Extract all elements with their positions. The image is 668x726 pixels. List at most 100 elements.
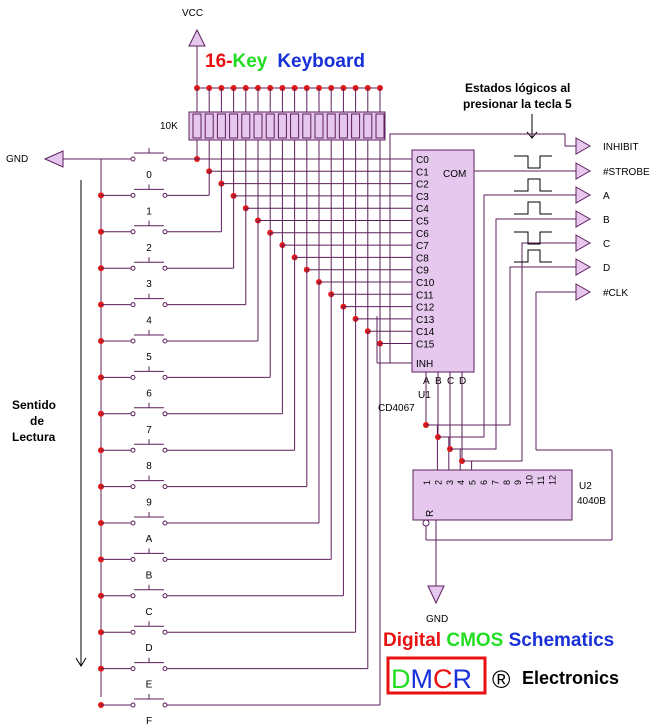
key-contact xyxy=(162,156,168,162)
key-contact xyxy=(130,484,136,490)
u1-pin-c10: C10 xyxy=(416,278,435,289)
key-label-6: 6 xyxy=(146,388,152,399)
u1-pin-c2: C2 xyxy=(416,180,429,191)
u2-pin-3: 3 xyxy=(445,480,455,485)
u1-pin-c11: C11 xyxy=(416,290,434,301)
key-contact xyxy=(130,229,136,235)
brand-logo: DMCR xyxy=(391,664,472,694)
u2-pin-4: 4 xyxy=(456,480,466,485)
key-contact xyxy=(162,374,168,380)
u2-pin-9: 9 xyxy=(513,480,523,485)
key-contact xyxy=(130,702,136,708)
key-contact xyxy=(130,520,136,526)
u1-pin-c15: C15 xyxy=(416,340,435,351)
gnd-bottom-label: GND xyxy=(426,614,448,625)
key-label-5: 5 xyxy=(146,352,152,363)
u1-part: CD4067 xyxy=(378,403,415,414)
u2-pin-2: 2 xyxy=(433,480,443,485)
key-label-f: F xyxy=(146,716,152,726)
u2-pin-5: 5 xyxy=(468,480,478,485)
key-label-9: 9 xyxy=(146,498,152,509)
resistor xyxy=(204,113,214,139)
resistor xyxy=(216,113,226,139)
logic-waveform xyxy=(514,231,552,245)
resistor-label: 10K xyxy=(160,121,178,132)
key-label-d: D xyxy=(145,643,152,654)
key-contact xyxy=(130,302,136,308)
resistor xyxy=(253,113,263,139)
u1-pin-c4: C4 xyxy=(416,204,429,215)
key-contact xyxy=(130,629,136,635)
resistor xyxy=(265,113,275,139)
key-contact xyxy=(162,447,168,453)
brand-logo-box xyxy=(386,656,487,695)
output-arrow-d xyxy=(575,258,592,276)
key-label-3: 3 xyxy=(146,279,152,290)
u1-pin-c9: C9 xyxy=(416,266,429,277)
key-label-1: 1 xyxy=(146,206,152,217)
key-contact xyxy=(130,593,136,599)
u1-pin-c5: C5 xyxy=(416,217,429,228)
u1-pin-c3: C3 xyxy=(416,192,429,203)
resistor xyxy=(338,113,348,139)
u1-chip xyxy=(411,149,475,373)
key-contact xyxy=(130,156,136,162)
reading-direction-line3: Lectura xyxy=(12,430,56,444)
u1-pin-sel-c: C xyxy=(447,376,454,387)
output-wires xyxy=(376,133,576,462)
key-label-e: E xyxy=(146,680,153,691)
resistor xyxy=(241,113,251,139)
d-wire xyxy=(426,266,576,426)
u2-pin-12: 12 xyxy=(547,475,557,485)
output-arrow-a xyxy=(575,186,592,204)
a-wire xyxy=(438,194,576,438)
u1-pin-c0: C0 xyxy=(416,155,429,166)
u1-pin-sel-d: D xyxy=(459,376,466,387)
output-label-inhibit: INHIBIT xyxy=(603,142,639,153)
u1-com-label: COM xyxy=(443,169,466,180)
pullup-stubs xyxy=(194,85,383,112)
u2-reset-label: R xyxy=(425,510,436,517)
key-label-c: C xyxy=(145,607,152,618)
output-label-a: A xyxy=(603,191,610,202)
key-contact xyxy=(130,556,136,562)
output-arrow-strobe xyxy=(575,162,592,180)
key-contact xyxy=(162,593,168,599)
annotation-line2: presionar la tecla 5 xyxy=(463,97,572,111)
vcc-symbol xyxy=(188,28,206,47)
key-contact xyxy=(130,411,136,417)
resistor xyxy=(351,113,361,139)
key-label-b: B xyxy=(146,570,153,581)
logic-waveform xyxy=(514,178,552,192)
output-label-d: D xyxy=(603,263,610,274)
output-arrow-c xyxy=(575,234,592,252)
output-arrow-clk xyxy=(575,283,592,301)
key-contact xyxy=(130,338,136,344)
key-contact xyxy=(162,265,168,271)
u2-chip xyxy=(412,469,573,521)
logic-waveform xyxy=(514,249,552,263)
key-contact xyxy=(162,484,168,490)
output-label-clk: #CLK xyxy=(603,288,628,299)
brand-electronics: Electronics xyxy=(522,668,619,688)
logic-state-waveforms xyxy=(514,155,552,263)
resistor-elements xyxy=(192,113,385,139)
resistor xyxy=(314,113,324,139)
u2-pin-1: 1 xyxy=(422,480,432,485)
key-label-7: 7 xyxy=(146,425,152,436)
key-contact xyxy=(162,302,168,308)
key-contact xyxy=(130,192,136,198)
u2-ref: U2 xyxy=(579,481,592,492)
output-arrow-b xyxy=(575,210,592,228)
gnd-left-label: GND xyxy=(6,154,28,165)
registered-mark: ® xyxy=(492,666,511,694)
output-label-c: C xyxy=(603,239,610,250)
u1-inh-label: INH xyxy=(416,359,433,370)
key-contact xyxy=(162,629,168,635)
column-bus xyxy=(194,140,412,347)
u1-pin-c6: C6 xyxy=(416,229,429,240)
resistor xyxy=(326,113,336,139)
u2-pin-6: 6 xyxy=(479,480,489,485)
u2-pin-10: 10 xyxy=(525,475,535,485)
